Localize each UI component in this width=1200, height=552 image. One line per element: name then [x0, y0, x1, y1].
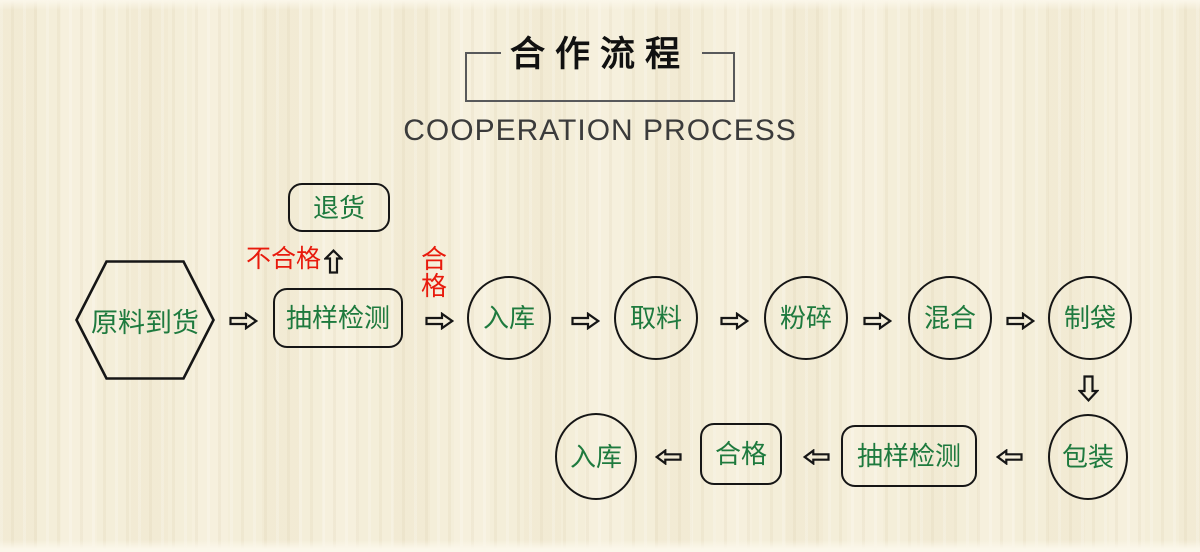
node-warehousing-top: 入库 — [467, 276, 551, 360]
node-sampling-inspection-bottom: 抽样检测 — [841, 425, 977, 487]
right-arrow-icon — [863, 312, 892, 330]
node-warehousing-bottom: 入库 — [555, 413, 637, 500]
right-arrow-icon — [720, 312, 749, 330]
node-bag-making: 制袋 — [1048, 276, 1132, 360]
left-arrow-icon — [803, 449, 830, 465]
node-bag-making-label: 制袋 — [1063, 303, 1116, 333]
right-arrow-icon — [1006, 312, 1035, 330]
left-arrow-icon — [655, 449, 682, 465]
node-qualified: 合格 — [700, 423, 782, 485]
down-arrow-icon — [1078, 375, 1099, 402]
title-frame — [465, 52, 735, 102]
node-return-goods-label: 退货 — [312, 192, 365, 223]
title-frame-top-left-segment — [467, 52, 501, 54]
node-mixing-label: 混合 — [923, 303, 976, 333]
node-raw-material-arrival-label: 原料到货 — [91, 307, 199, 338]
node-sampling-inspection-top: 抽样检测 — [273, 288, 403, 348]
node-warehousing-bottom-label: 入库 — [569, 441, 622, 472]
node-sampling-inspection-bottom-label: 抽样检测 — [856, 441, 961, 471]
up-arrow-icon — [324, 249, 343, 274]
node-warehousing-top-label: 入库 — [482, 303, 535, 333]
node-crushing: 粉碎 — [764, 276, 848, 360]
right-arrow-icon — [229, 312, 258, 330]
title-frame-top-right-segment — [702, 52, 733, 54]
node-packaging-label: 包装 — [1061, 442, 1114, 472]
left-arrow-icon — [996, 449, 1023, 465]
page-subtitle: COOPERATION PROCESS — [403, 114, 797, 147]
reject-label: 不合格 — [246, 245, 322, 273]
node-sampling-inspection-top-label: 抽样检测 — [285, 303, 390, 333]
node-qualified-label: 合格 — [714, 439, 767, 469]
node-packaging: 包装 — [1048, 414, 1128, 500]
pass-label: 合格 — [420, 244, 447, 301]
node-raw-material-arrival: 原料到货 — [75, 260, 215, 380]
node-material-retrieval: 取料 — [614, 276, 698, 360]
node-return-goods: 退货 — [288, 183, 390, 232]
node-material-retrieval-label: 取料 — [629, 303, 682, 333]
page-title: 合作流程 — [509, 35, 690, 74]
right-arrow-icon — [425, 312, 454, 330]
node-crushing-label: 粉碎 — [779, 303, 832, 333]
node-mixing: 混合 — [908, 276, 992, 360]
right-arrow-icon — [571, 312, 600, 330]
